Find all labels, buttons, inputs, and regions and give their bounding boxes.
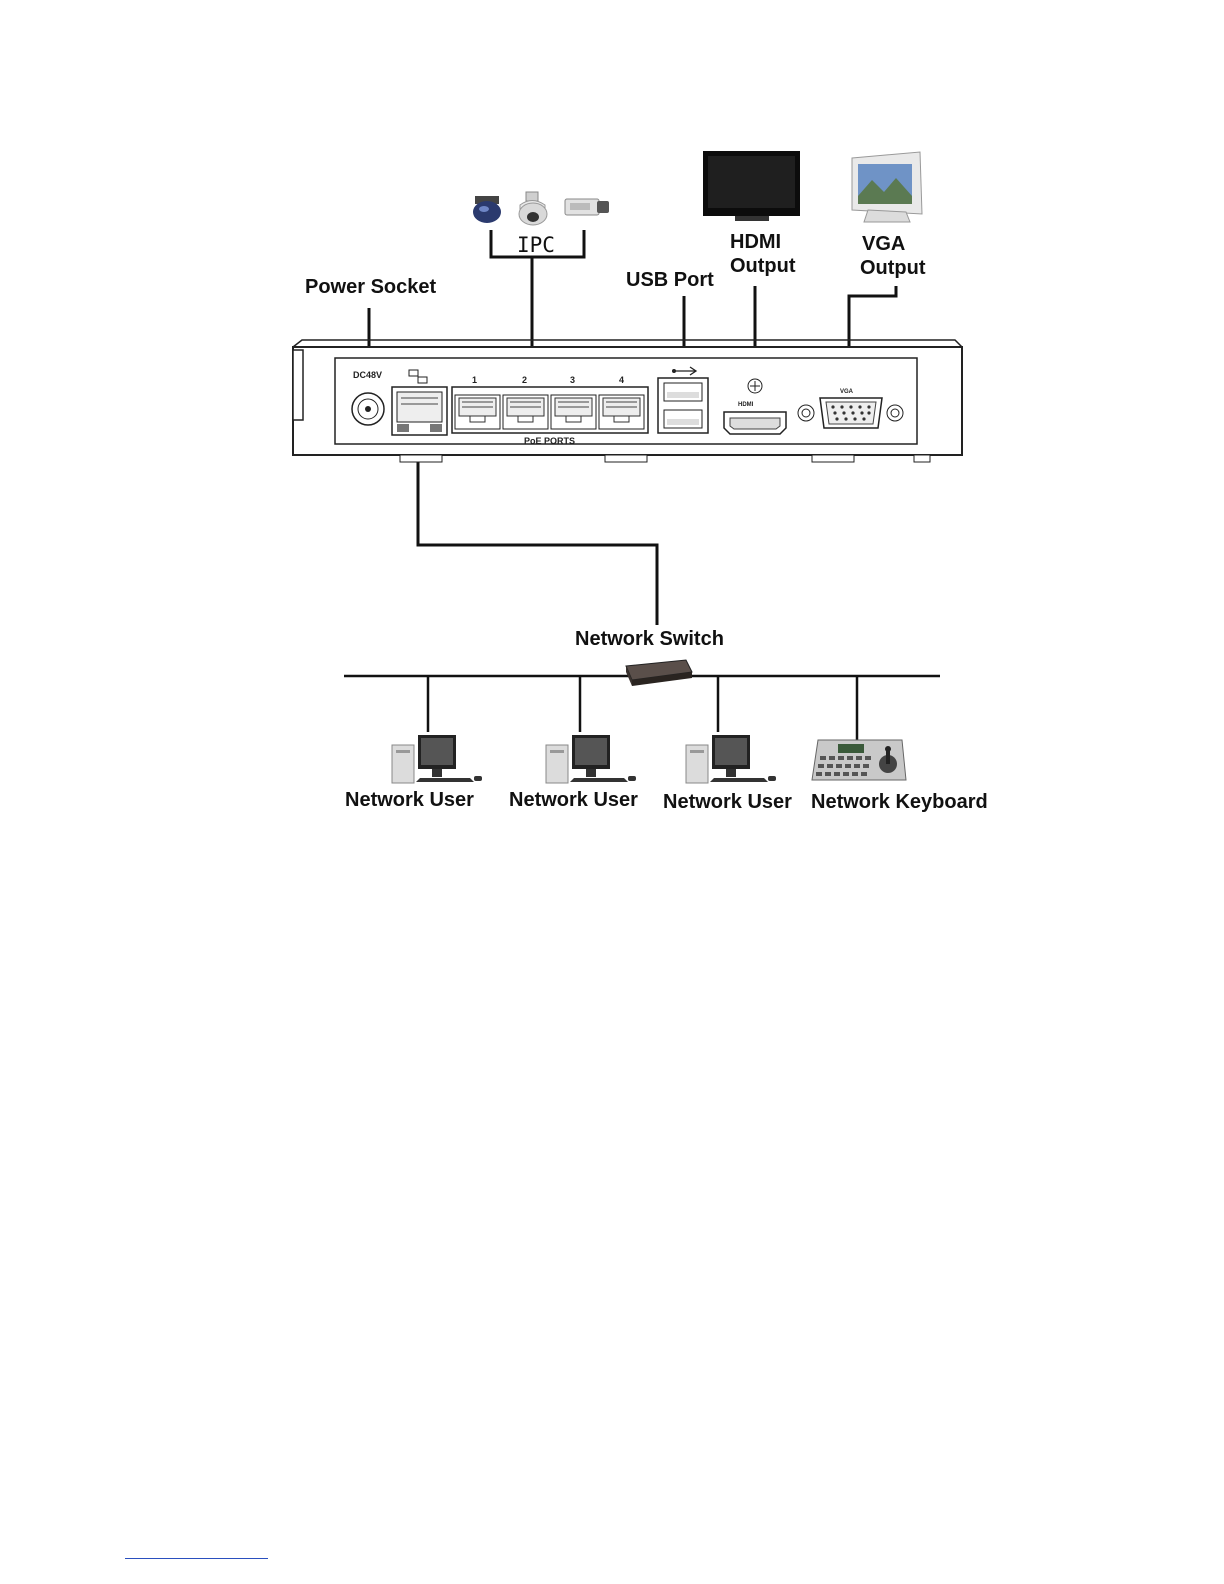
vga-label-line1: VGA <box>862 233 905 255</box>
hdmi-screw-icon <box>748 379 762 393</box>
dome-camera-icon <box>473 196 501 223</box>
computer-icon <box>686 735 776 783</box>
power-socket-label: Power Socket <box>305 276 437 298</box>
ipc-label: IPC <box>517 233 555 257</box>
lan-wire <box>418 435 657 625</box>
connection-wires <box>344 230 940 740</box>
poe-port-number-3: 3 <box>570 375 575 385</box>
poe-port-number-4: 4 <box>619 375 624 385</box>
hdmi-label-line2: Output <box>730 255 796 277</box>
poe-port-2-icon <box>503 395 548 429</box>
network-keyboard-label: Network Keyboard <box>811 791 988 813</box>
hdmi-label-line1: HDMI <box>730 231 781 253</box>
computer-icon <box>546 735 636 783</box>
vga-label-line2: Output <box>860 257 926 279</box>
footnote-rule <box>125 1558 268 1559</box>
poe-ports-label: PoE PORTS <box>524 436 575 446</box>
network-user-1-label: Network User <box>345 789 474 811</box>
poe-port-3-icon <box>551 395 596 429</box>
crt-monitor-icon <box>852 152 922 222</box>
poe-port-group <box>452 387 648 433</box>
poe-port-4-icon <box>599 395 644 429</box>
power-jack-icon <box>352 393 384 425</box>
ipc-cameras <box>473 192 609 225</box>
tv-icon <box>703 151 800 221</box>
box-camera-icon <box>565 199 609 215</box>
network-user-3-label: Network User <box>663 791 792 813</box>
hdmi-panel-label: HDMI <box>738 402 754 408</box>
network-switch-icon <box>626 660 692 686</box>
ptz-camera-icon <box>519 192 547 225</box>
computer-icon <box>392 735 482 783</box>
poe-port-1-icon <box>455 395 500 429</box>
dc-label: DC48V <box>353 370 382 380</box>
poe-port-number-1: 1 <box>472 375 477 385</box>
hdmi-port-icon <box>724 412 786 434</box>
nvr-device: DC48V <box>293 340 962 462</box>
network-user-2-label: Network User <box>509 789 638 811</box>
vga-panel-label: VGA <box>840 389 854 395</box>
poe-port-number-2: 2 <box>522 375 527 385</box>
network-switch-label: Network Switch <box>575 628 724 650</box>
usb-port-label: USB Port <box>626 269 714 291</box>
control-keyboard-icon <box>812 740 906 780</box>
usb-ports-icon <box>658 378 708 433</box>
